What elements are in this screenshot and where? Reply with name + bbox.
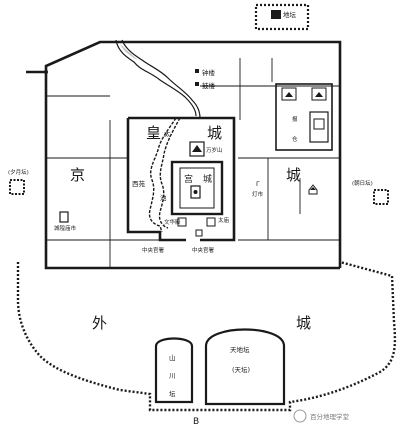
dengshi-label: 灯市: [252, 190, 264, 198]
temple-of-heaven: [204, 328, 286, 406]
tiandi-label-2: (天坛): [232, 365, 250, 374]
watermark: 百分地理学堂: [293, 409, 350, 423]
outer-city-label-2: 城: [296, 314, 311, 332]
taiye-label: 太: [164, 129, 171, 138]
guozijian-label-2: 仓: [292, 135, 298, 143]
streets: [46, 58, 340, 268]
moon-temple: (夕月坛): [8, 168, 29, 195]
palace-label-2: 城: [203, 174, 212, 185]
sun-temple: (朝日坛): [352, 180, 389, 205]
capital-label-2: 城: [286, 166, 301, 184]
figure-label: B: [193, 417, 199, 427]
moon-temple-label: (夕月坛): [8, 168, 29, 176]
drum-tower-label: 鼓楼: [202, 81, 216, 90]
guozijian-label-1: 报: [292, 115, 298, 123]
watermark-label: 百分地理学堂: [310, 412, 350, 421]
bell-tower-label: 钟楼: [202, 68, 216, 77]
imperial-city-wall: [126, 116, 236, 242]
imperial-city-label-2: 城: [207, 124, 222, 142]
central-offices-label-1: 中央官署: [142, 246, 165, 254]
river: [115, 39, 201, 119]
tiandi-label-1: 天地坛: [230, 345, 250, 354]
sun-temple-label: (朝日坛): [352, 180, 373, 187]
wenhua-label: 文华殿: [164, 218, 181, 226]
capital-label-1: 京: [70, 166, 85, 184]
west-park: [148, 117, 181, 233]
shanchuan-label-3: 坛: [169, 389, 176, 398]
shanchuan-temple: [154, 337, 194, 404]
guozijian: 报 仓: [275, 83, 333, 151]
lantern-marker: Γ: [256, 180, 260, 188]
pond-label: 池: [160, 193, 167, 202]
west-park-label: 西苑: [132, 179, 146, 188]
temple-symbols: [59, 184, 318, 223]
shanchuan-label-1: 山: [169, 353, 176, 362]
imperial-city-label-1: 皇: [146, 124, 161, 142]
outer-city-label-1: 外: [92, 314, 107, 332]
earth-temple: 地坛: [254, 3, 310, 31]
shanchuan-label-2: 川: [169, 372, 176, 380]
palace-city: [170, 141, 224, 237]
taimiao-label: 太庙: [218, 216, 230, 224]
west-market-label: 城隍庙市: [54, 224, 77, 232]
inner-city-wall: [26, 40, 342, 270]
central-offices-label-2: 中央官署: [192, 246, 215, 254]
earth-temple-label: 地坛: [283, 10, 297, 19]
palace-label-1: 宫: [184, 173, 193, 185]
jingshan-label: 万岁山: [206, 146, 223, 154]
bell-drum-towers: 钟楼 鼓楼: [195, 68, 216, 90]
outer-city-wall: [16, 260, 397, 412]
